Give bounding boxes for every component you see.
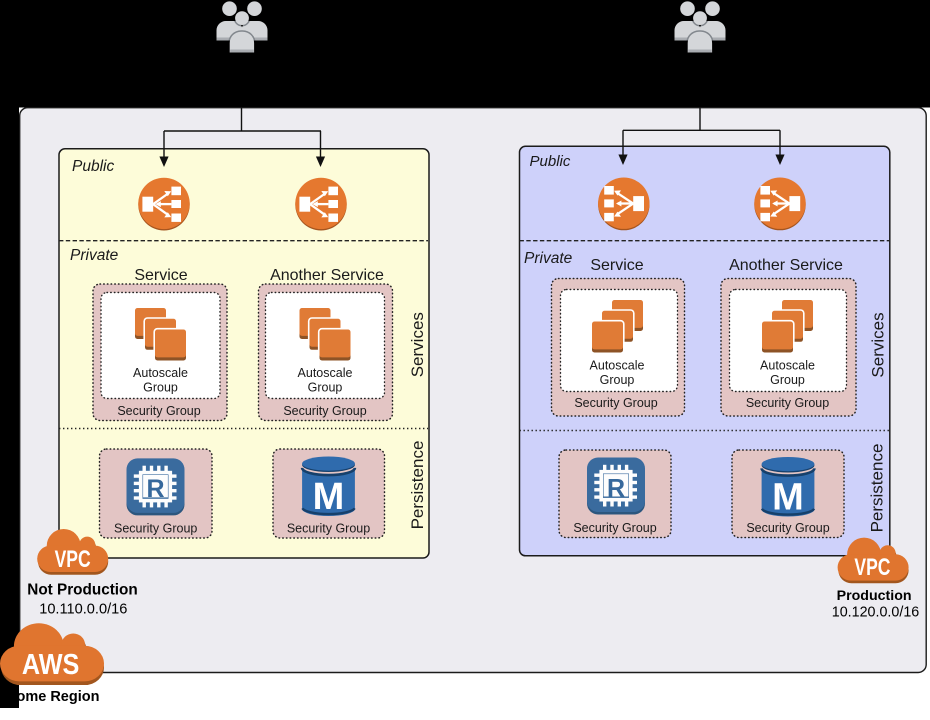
svg-text:Home Region: Home Region	[6, 689, 99, 705]
svg-text:Private: Private	[524, 250, 573, 267]
svg-text:Group: Group	[308, 381, 343, 395]
svg-text:Autoscale: Autoscale	[298, 366, 353, 380]
svg-text:Security Group: Security Group	[573, 521, 656, 535]
svg-text:VPC: VPC	[55, 546, 91, 572]
svg-text:Autoscale: Autoscale	[133, 366, 188, 380]
svg-text:Persistence: Persistence	[408, 441, 427, 530]
svg-text:Services: Services	[868, 312, 887, 377]
svg-text:Production: Production	[837, 588, 912, 604]
svg-text:Services: Services	[408, 312, 427, 377]
svg-text:Security Group: Security Group	[746, 521, 829, 535]
svg-text:VPC: VPC	[854, 554, 890, 580]
svg-text:Autoscale: Autoscale	[760, 359, 815, 373]
svg-text:Another Service: Another Service	[729, 257, 843, 274]
svg-text:Public: Public	[530, 153, 571, 170]
svg-text:Private: Private	[70, 247, 119, 264]
svg-text:AWS: AWS	[22, 647, 79, 680]
svg-text:Security Group: Security Group	[287, 522, 370, 536]
svg-text:Security Group: Security Group	[117, 404, 200, 418]
svg-text:Service: Service	[134, 267, 187, 284]
svg-text:Public: Public	[72, 158, 114, 175]
svg-text:Security Group: Security Group	[746, 396, 829, 410]
svg-text:Security Group: Security Group	[114, 522, 197, 536]
svg-text:Autoscale: Autoscale	[590, 359, 645, 373]
svg-text:Group: Group	[600, 373, 635, 387]
svg-text:Service: Service	[590, 257, 643, 274]
svg-text:Security Group: Security Group	[574, 396, 657, 410]
svg-text:10.120.0.0/16: 10.120.0.0/16	[832, 605, 919, 621]
svg-text:Group: Group	[143, 381, 178, 395]
svg-text:Another Service: Another Service	[270, 267, 384, 284]
svg-text:Security Group: Security Group	[283, 404, 366, 418]
svg-text:Not Production: Not Production	[27, 581, 137, 598]
svg-text:Persistence: Persistence	[868, 444, 887, 533]
svg-text:10.110.0.0/16: 10.110.0.0/16	[39, 602, 127, 618]
svg-text:Group: Group	[770, 373, 805, 387]
